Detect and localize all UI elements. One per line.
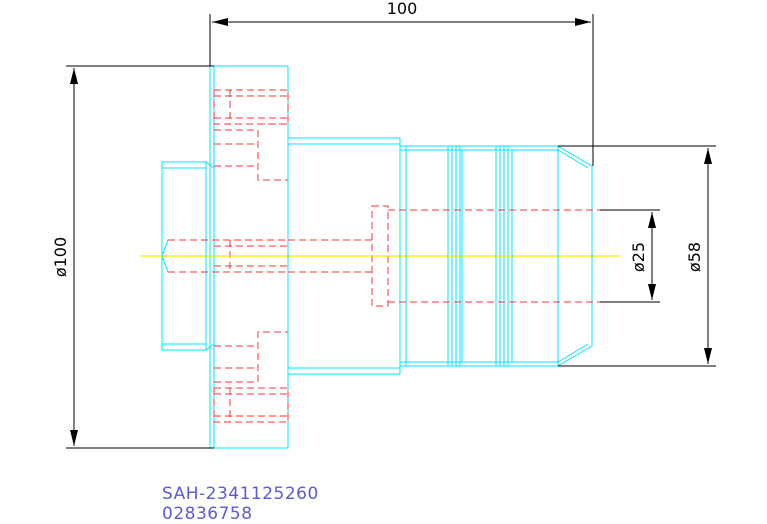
- dim-overall-length-text: 100: [387, 0, 418, 18]
- flange-outline: [213, 65, 289, 449]
- central-bore: [168, 239, 372, 273]
- dimensions: [66, 14, 716, 449]
- dim-bore-diameter-text: ø25: [629, 242, 648, 272]
- lower-bolt-hole: [213, 387, 289, 423]
- order-number-label: 02836758: [162, 504, 253, 524]
- dim-body-diameter: [558, 145, 716, 367]
- dim-flange-diameter-text: ø100: [51, 237, 70, 277]
- part-outline: [161, 65, 593, 449]
- upper-bolt-hole: [213, 89, 289, 125]
- part-number-label: SAH-2341125260: [162, 484, 319, 504]
- dim-overall-length: [209, 14, 594, 166]
- hidden-lines: [168, 89, 600, 423]
- dim-bore-diameter: [600, 209, 660, 303]
- dim-body-diameter-text: ø58: [685, 242, 704, 272]
- dim-flange-diameter: [66, 65, 214, 449]
